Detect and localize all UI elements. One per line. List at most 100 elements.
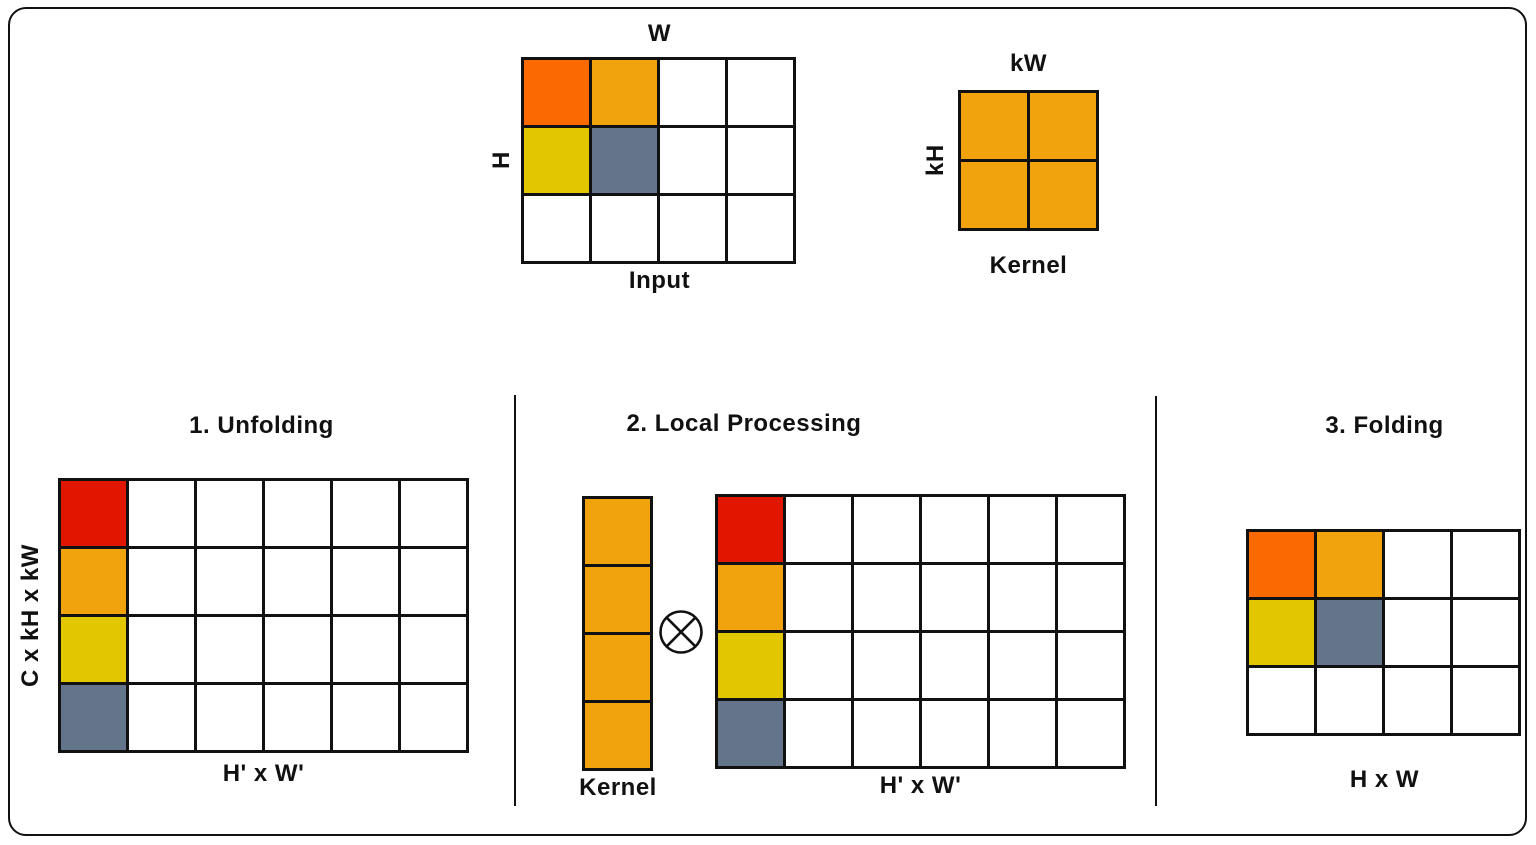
- grid-cell: [660, 60, 725, 125]
- grid-cell: [990, 565, 1055, 630]
- grid-cell: [922, 497, 987, 562]
- input-caption: Input: [628, 267, 691, 294]
- grid-cell: [1058, 565, 1123, 630]
- grid-cell: [61, 481, 126, 546]
- step-folding-title: 3. Folding: [1325, 412, 1444, 439]
- section-divider-1: [514, 395, 516, 806]
- grid-cell: [1030, 162, 1096, 228]
- grid-cell: [718, 565, 783, 630]
- grid-cell: [1385, 668, 1450, 733]
- grid-cell: [265, 685, 330, 750]
- grid-cell: [333, 481, 398, 546]
- grid-cell: [524, 60, 589, 125]
- grid-cell: [524, 196, 589, 261]
- grid-cell: [854, 701, 919, 766]
- grid-cell: [524, 128, 589, 193]
- grid-cell: [401, 481, 466, 546]
- grid-cell: [718, 701, 783, 766]
- grid-cell: [922, 565, 987, 630]
- unfolded-matrix: [58, 478, 469, 753]
- grid-cell: [401, 617, 466, 682]
- grid-cell: [61, 549, 126, 614]
- grid-cell: [265, 481, 330, 546]
- grid-cell: [129, 685, 194, 750]
- section-divider-2: [1155, 396, 1157, 806]
- grid-cell: [922, 633, 987, 698]
- grid-cell: [728, 196, 793, 261]
- grid-cell: [1453, 600, 1518, 665]
- grid-cell: [333, 549, 398, 614]
- grid-cell: [592, 196, 657, 261]
- grid-cell: [333, 617, 398, 682]
- grid-cell: [854, 633, 919, 698]
- grid-cell: [592, 128, 657, 193]
- grid-cell: [854, 497, 919, 562]
- kernel-column-matrix: [582, 496, 653, 771]
- grid-cell: [333, 685, 398, 750]
- kernel-caption: Kernel: [989, 252, 1068, 279]
- grid-cell: [197, 481, 262, 546]
- grid-cell: [1058, 701, 1123, 766]
- grid-cell: [129, 617, 194, 682]
- kernel-matrix: [958, 90, 1099, 231]
- grid-cell: [1058, 633, 1123, 698]
- grid-cell: [1030, 93, 1096, 159]
- unfolding-row-axis-label: C x kH x kW: [17, 544, 44, 687]
- step-unfolding-title: 1. Unfolding: [189, 412, 334, 439]
- grid-cell: [990, 497, 1055, 562]
- grid-cell: [585, 499, 650, 564]
- grid-cell: [1317, 668, 1382, 733]
- folded-matrix: [1246, 529, 1521, 736]
- kernel-column-caption: Kernel: [579, 774, 657, 801]
- grid-cell: [1385, 532, 1450, 597]
- grid-cell: [61, 617, 126, 682]
- grid-cell: [961, 162, 1027, 228]
- local-processing-matrix: [715, 494, 1126, 769]
- grid-cell: [129, 549, 194, 614]
- grid-cell: [786, 497, 851, 562]
- input-height-label: H: [488, 151, 515, 170]
- grid-cell: [854, 565, 919, 630]
- grid-cell: [1249, 600, 1314, 665]
- grid-cell: [786, 701, 851, 766]
- grid-cell: [197, 617, 262, 682]
- grid-cell: [129, 481, 194, 546]
- grid-cell: [1058, 497, 1123, 562]
- grid-cell: [660, 196, 725, 261]
- grid-cell: [718, 497, 783, 562]
- kernel-height-label: kH: [922, 144, 949, 177]
- grid-cell: [401, 549, 466, 614]
- grid-cell: [718, 633, 783, 698]
- grid-cell: [1453, 532, 1518, 597]
- local-processing-axis-label: H' x W': [879, 772, 962, 799]
- grid-cell: [961, 93, 1027, 159]
- grid-cell: [1385, 600, 1450, 665]
- grid-cell: [197, 549, 262, 614]
- grid-cell: [728, 128, 793, 193]
- grid-cell: [61, 685, 126, 750]
- step-local-processing-title: 2. Local Processing: [626, 410, 862, 437]
- grid-cell: [1453, 668, 1518, 733]
- grid-cell: [265, 549, 330, 614]
- unfolding-col-axis-label: H' x W': [222, 760, 305, 787]
- grid-cell: [660, 128, 725, 193]
- input-matrix: [521, 57, 796, 264]
- grid-cell: [786, 633, 851, 698]
- grid-cell: [585, 703, 650, 768]
- grid-cell: [728, 60, 793, 125]
- grid-cell: [990, 633, 1055, 698]
- grid-cell: [265, 617, 330, 682]
- folding-axis-label: H x W: [1349, 766, 1420, 793]
- grid-cell: [1317, 532, 1382, 597]
- grid-cell: [585, 635, 650, 700]
- circled-times-icon: [657, 608, 705, 661]
- grid-cell: [1317, 600, 1382, 665]
- input-width-label: W: [647, 20, 672, 47]
- grid-cell: [585, 567, 650, 632]
- grid-cell: [401, 685, 466, 750]
- grid-cell: [786, 565, 851, 630]
- kernel-width-label: kW: [1010, 50, 1047, 77]
- grid-cell: [922, 701, 987, 766]
- grid-cell: [592, 60, 657, 125]
- grid-cell: [1249, 532, 1314, 597]
